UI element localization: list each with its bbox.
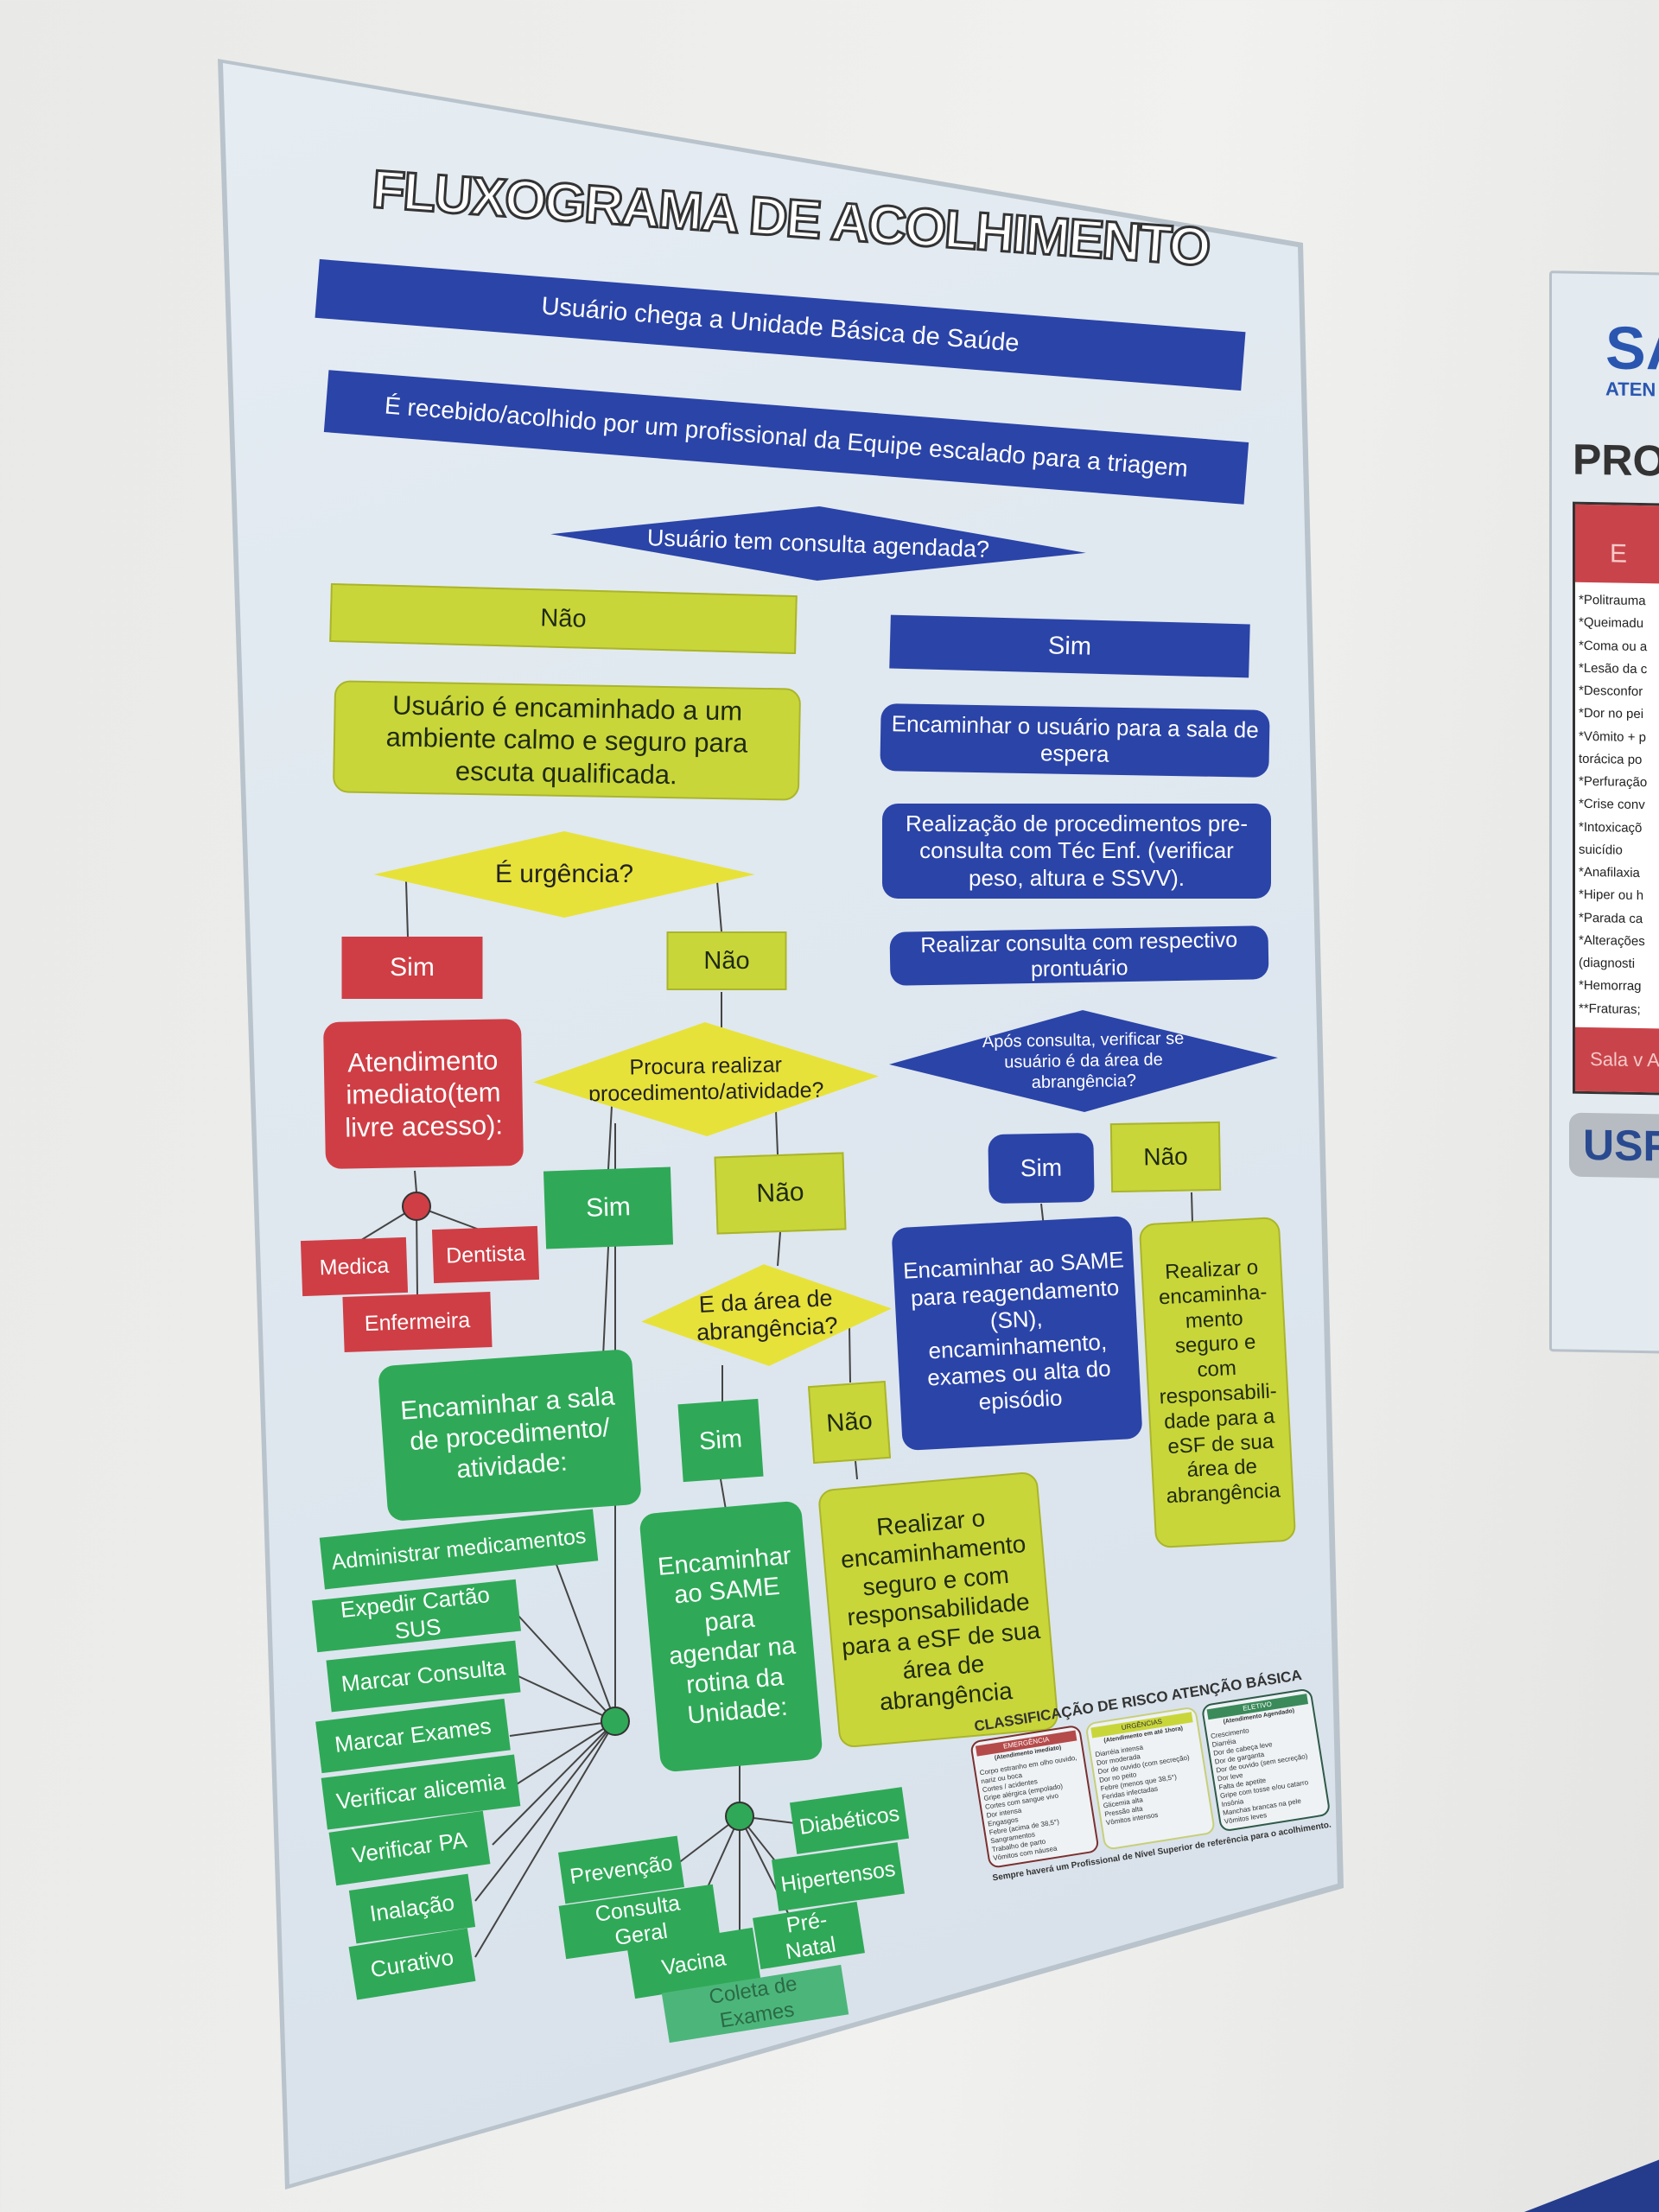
side-poster-item: *Hiper ou h <box>1579 887 1644 904</box>
branch-yes: Sim <box>889 614 1250 678</box>
step-immediate-care: Atendimento imediato(tem livre acesso): <box>323 1019 524 1169</box>
step-same-reschedule: Encaminhar ao SAME para reagendamento (S… <box>891 1215 1143 1452</box>
side-poster-item: *Politrauma <box>1579 592 1646 609</box>
step-pre-consult: Realização de procedimentos pre-consulta… <box>882 804 1271 899</box>
side-poster-item: *Anafilaxia <box>1579 864 1640 881</box>
junction-red <box>402 1192 431 1221</box>
risk-emergency: EMERGÊNCIA (Atendimento imediato) Corpo … <box>969 1724 1101 1869</box>
side-poster-item: (diagnosti <box>1579 955 1636 971</box>
side-poster-item: **Fraturas; <box>1579 1001 1641 1017</box>
step-referral-right: Realizar o encaminha-mento seguro e com … <box>1138 1216 1297 1549</box>
side-poster-list: *Politrauma *Queimadu *Coma ou a *Lesão da … <box>1575 582 1659 1030</box>
junction-green-routine <box>725 1802 754 1831</box>
side-poster-logo: SA <box>1605 314 1659 384</box>
branch-no: Não <box>329 582 798 655</box>
risk-urgency: URGÊNCIAS (Atendimento em até 1hora) Dia… <box>1084 1706 1216 1851</box>
risk-elective: ELETIVO (Atendimento Agendado) Crescimen… <box>1200 1688 1332 1833</box>
area-yes: Sim <box>677 1398 764 1483</box>
step-consult: Realizar consulta com respectivo prontuá… <box>889 925 1269 986</box>
step-referral-center: Realizar o encaminhamento seguro e com r… <box>817 1471 1060 1749</box>
after-yes: Sim <box>988 1132 1095 1205</box>
step-procedure-room: Encaminhar a sala de procedimento/ ativi… <box>378 1348 642 1522</box>
side-poster-item: *Queimadu <box>1579 615 1644 632</box>
side-poster-band: E <box>1575 504 1659 585</box>
side-poster-item: torácica po <box>1579 751 1643 767</box>
urgency-yes: Sim <box>341 937 483 999</box>
area-no: Não <box>807 1380 892 1465</box>
side-poster-item: suicídio <box>1579 842 1623 858</box>
side-poster-item: *Perfuração <box>1579 773 1648 791</box>
side-poster-item: *Alterações <box>1579 932 1645 949</box>
role-enfermeira: Enfermeira <box>342 1292 493 1352</box>
side-poster-item: *Parada ca <box>1579 910 1643 926</box>
role-dentista: Dentista <box>431 1225 540 1284</box>
step-waiting-room: Encaminhar o usuário para a sala de espe… <box>880 703 1270 778</box>
procedure-no: Não <box>714 1152 847 1235</box>
risk-classification: CLASSIFICAÇÃO DE RISCO ATENÇÃO BÁSICA EM… <box>966 1666 1348 1976</box>
side-poster-item: *Desconfor <box>1579 683 1643 700</box>
procedure-yes: Sim <box>543 1166 674 1249</box>
side-poster-item: *Crise conv <box>1579 797 1645 813</box>
side-poster-heading: PROT <box>1573 435 1659 486</box>
side-poster-footer: Sala v Atendir <box>1575 1027 1659 1094</box>
side-poster-item: *Hemorrag <box>1579 978 1642 995</box>
urgency-no: Não <box>666 931 787 990</box>
side-poster-box: E *Politrauma *Queimadu *Coma ou a *Lesão d… <box>1573 501 1659 1096</box>
side-poster-subtitle: ATEN <box>1605 378 1656 401</box>
side-poster-item: *Coma ou a <box>1579 638 1648 654</box>
role-medica: Medica <box>300 1236 409 1297</box>
side-poster: SA ATEN PROT E *Politrauma *Queimadu *Coma… <box>1549 270 1659 1355</box>
junction-green-procedures <box>601 1707 630 1736</box>
side-poster-item: *Dor no pei <box>1579 706 1644 722</box>
step-calm-environment: Usuário é encaminhado a um ambiente calm… <box>332 680 802 801</box>
side-poster-badge: USF <box>1569 1112 1659 1179</box>
step-same-schedule: Encaminhar ao SAME para agendar na rotin… <box>639 1500 823 1773</box>
side-poster-item: *Vômito + p <box>1579 728 1646 745</box>
side-poster-item: *Lesão da c <box>1579 660 1648 677</box>
side-poster-item: *Intoxicaçõ <box>1579 819 1643 836</box>
after-no: Não <box>1109 1121 1222 1193</box>
